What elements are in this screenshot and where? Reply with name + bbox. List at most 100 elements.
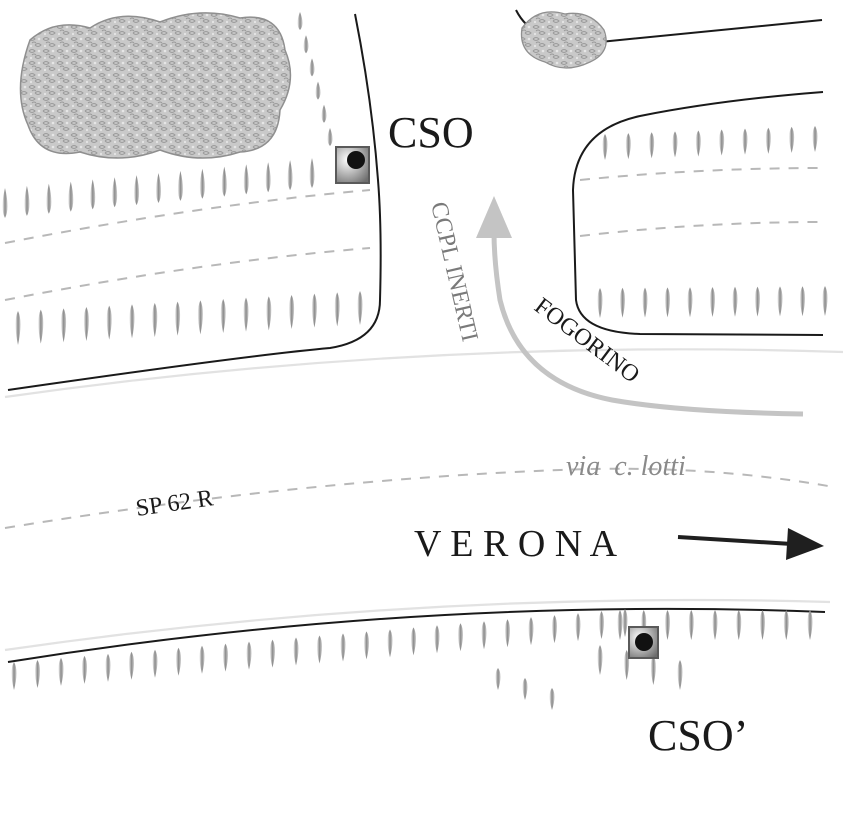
hatch-tick-icon (665, 287, 670, 318)
hatch-tick-icon (597, 645, 603, 675)
hatch-tick-icon (287, 160, 293, 191)
hatch-tick-icon (152, 649, 158, 678)
hatch-tick-icon (221, 166, 227, 197)
hatch-tick-icon (481, 621, 487, 650)
verona-direction-arrow-icon (677, 528, 824, 560)
label-cso-north: CSO (388, 108, 474, 157)
hatch-tick-icon (61, 308, 67, 343)
road-edge-north-east (571, 91, 824, 336)
hatch-tick-icon (129, 651, 134, 680)
label-cso-south: CSO’ (648, 711, 748, 760)
hatch-tick-icon (458, 623, 463, 652)
hatch-tick-icon (340, 633, 346, 662)
hatch-tick-icon (575, 613, 581, 642)
hatch-tick-icon (297, 12, 303, 30)
hatch-tick-icon (789, 126, 795, 153)
hatch-tick-icon (220, 299, 226, 333)
hatch-tick-icon (505, 619, 510, 648)
hatch-tick-icon (334, 292, 340, 327)
hatch-tick-icon (760, 610, 765, 640)
label-ccpl-inerti: CCPL INERTI (425, 200, 482, 345)
hatch-tick-icon (800, 286, 805, 317)
label-verona: V E R O N A (414, 523, 618, 565)
hatch-tick-icon (223, 643, 228, 672)
hatch-tick-icon (677, 660, 683, 690)
hatch-tick-icon (495, 668, 501, 690)
hatch-tick-icon (106, 305, 112, 340)
hatch-tick-icon (783, 610, 789, 640)
hatch-tick-icon (317, 635, 322, 664)
hatch-tick-icon (2, 188, 8, 218)
hatch-tick-icon (687, 287, 693, 318)
flow-arrow-icon (476, 196, 804, 417)
hatch-tick-icon (617, 610, 623, 640)
hatch-tick-icon (411, 627, 416, 656)
hatch-tick-icon (105, 653, 111, 682)
hatch-tick-icon (522, 678, 528, 700)
hatch-tick-icon (58, 657, 64, 686)
hatch-tick-icon (15, 311, 21, 345)
hatch-tick-icon (719, 129, 725, 156)
hatch-tick-icon (688, 610, 694, 640)
hatch-tick-icon (289, 295, 295, 329)
label-via-c-lotti: via c. lotti (566, 451, 686, 482)
hatch-tick-icon (812, 126, 818, 152)
hatch-tick-icon (742, 128, 748, 155)
hatch-tick-icon (152, 303, 158, 337)
road-edge-south (7, 607, 826, 663)
label-sp-62-r: SP 62 R (134, 485, 215, 522)
hatch-tick-icon (357, 291, 363, 325)
hatch-tick-icon (321, 104, 327, 123)
hatch-tick-icon (243, 297, 249, 332)
sampling-point-north-icon (335, 146, 370, 184)
hatch-tick-icon (765, 127, 771, 154)
hatch-tick-icon (315, 81, 321, 100)
hatch-tick-icon (112, 177, 118, 208)
hatch-tick-icon (777, 286, 783, 317)
hatch-tick-icon (175, 301, 181, 336)
hatch-tick-icon (134, 175, 140, 206)
hatch-tick-icon (293, 637, 299, 666)
hatch-tick-icon (156, 173, 161, 203)
hatch-tick-icon (243, 164, 249, 195)
hatch-tick-icon (24, 185, 30, 216)
hatch-tick-icon (642, 287, 648, 318)
hatch-tick-icon (387, 629, 393, 658)
hatch-tick-icon (199, 168, 205, 199)
hatch-tick-icon (309, 158, 315, 188)
hatch-tick-icon (303, 35, 309, 54)
hatch-tick-icon (650, 655, 656, 685)
hatch-tick-icon (434, 625, 440, 654)
hatch-tick-icon (755, 286, 760, 317)
hatch-tick-icon (549, 688, 555, 710)
hatch-tick-icon (732, 286, 738, 317)
hatch-tick-icon (649, 132, 655, 159)
hatch-tick-icon (199, 645, 205, 674)
curb-lines (4, 348, 843, 652)
hatch-tick-icon (38, 309, 44, 344)
hatch-tick-icon (602, 134, 608, 160)
hatch-tick-icon (597, 288, 603, 318)
hatch-tick-icon (83, 307, 89, 341)
hatch-tick-icon (528, 617, 534, 646)
lane-dashes (4, 167, 829, 529)
hatch-tick-icon (620, 287, 625, 318)
sampling-point-south-icon (628, 626, 659, 659)
hatch-tick-icon (364, 631, 369, 660)
hatch-tick-icon (665, 610, 670, 640)
hatch-tick-icon (622, 609, 628, 637)
hatch-tick-icon (807, 610, 813, 640)
hatch-tick-icon (246, 641, 252, 670)
hatch-tick-icon (624, 650, 630, 680)
hatch-tick-icon (599, 611, 604, 640)
hatch-tick-icon (35, 659, 40, 688)
hatch-tick-icon (311, 293, 317, 328)
hatch-tick-icon (712, 610, 718, 640)
hatch-tick-icon (265, 162, 271, 193)
hatch-tick-icon (129, 304, 135, 339)
hatch-tick-icon (82, 655, 87, 684)
hatch-tick-icon (177, 170, 183, 201)
hatch-tick-icon (736, 610, 742, 640)
hatch-tick-icon (90, 179, 96, 210)
